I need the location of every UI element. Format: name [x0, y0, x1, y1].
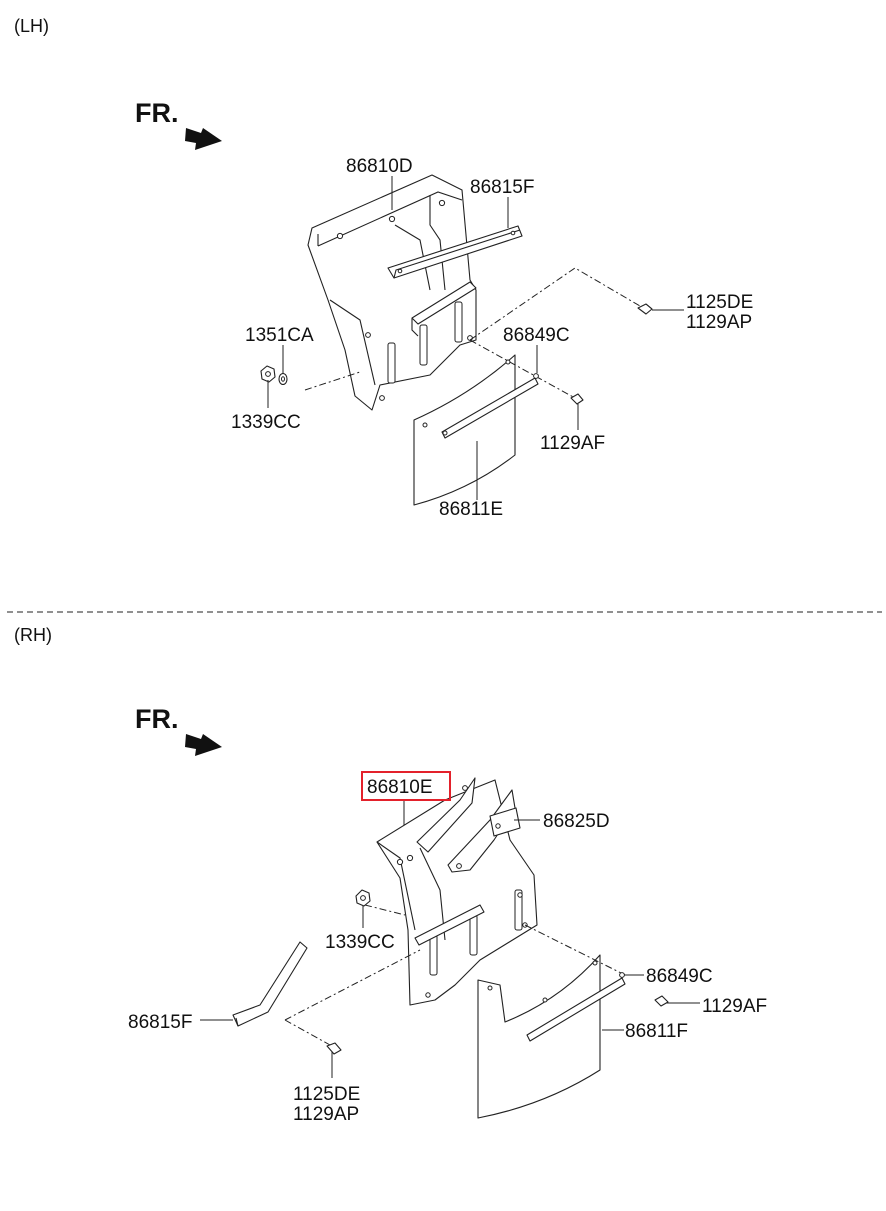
rh-label-86815F: 86815F — [128, 1012, 192, 1033]
lh-label-1351CA: 1351CA — [245, 325, 314, 346]
lh-label-86849C: 86849C — [503, 325, 570, 346]
lh-front-arrow-icon — [185, 128, 222, 150]
rh-label-86810E[interactable]: 86810E — [367, 777, 433, 798]
rh-label-1129AP: 1129AP — [293, 1104, 359, 1125]
lh-label-86810D: 86810D — [346, 156, 413, 177]
rh-label-86825D: 86825D — [543, 811, 610, 832]
lh-bolt-1129AF-icon — [570, 393, 584, 405]
rh-mudguard-86811F — [477, 954, 626, 1119]
lh-label-1339CC: 1339CC — [231, 412, 301, 433]
rh-bracket-86825D — [489, 807, 521, 837]
lh-mudguard-86811E — [413, 354, 539, 506]
rh-label-86849C: 86849C — [646, 966, 713, 987]
rh-front-arrow-icon — [185, 734, 222, 756]
rh-bracket-86810E — [376, 777, 538, 1006]
rh-section-title: (RH) — [14, 625, 52, 645]
lh-label-1129AP: 1129AP — [686, 312, 752, 333]
rh-highlight-box — [361, 771, 451, 801]
rh-label-1125DE: 1125DE — [293, 1084, 360, 1105]
lh-nut-1339CC-icon — [260, 365, 276, 383]
lh-bracket-86810D — [307, 174, 477, 411]
lh-label-1125DE: 1125DE — [686, 292, 753, 313]
rh-nut-1339CC-icon — [355, 889, 371, 907]
lh-clip-86849C-icon — [533, 373, 539, 379]
lh-label-1129AF: 1129AF — [540, 433, 605, 454]
lh-label-86811E: 86811E — [439, 499, 503, 520]
lh-bolt-1125DE-icon — [637, 303, 653, 315]
rh-clip-86849C-icon — [619, 972, 625, 978]
lh-label-86815F: 86815F — [470, 177, 534, 198]
rh-label-86811F: 86811F — [625, 1021, 688, 1042]
lh-section: (LH) FR. — [14, 16, 753, 520]
lh-front-indicator: FR. — [135, 98, 179, 128]
rh-label-1339CC: 1339CC — [325, 932, 395, 953]
lh-stay-86815F — [387, 225, 523, 279]
rh-label-1129AF: 1129AF — [702, 996, 767, 1017]
rh-bolt-1129AF-icon — [654, 995, 669, 1007]
rh-section: (RH) FR. — [14, 625, 767, 1125]
lh-washer-1351CA-icon — [278, 372, 288, 386]
rh-stay-86815F — [232, 941, 308, 1027]
rh-front-indicator: FR. — [135, 704, 179, 734]
lh-section-title: (LH) — [14, 16, 49, 36]
rh-bolt-1125DE-icon — [326, 1042, 342, 1055]
